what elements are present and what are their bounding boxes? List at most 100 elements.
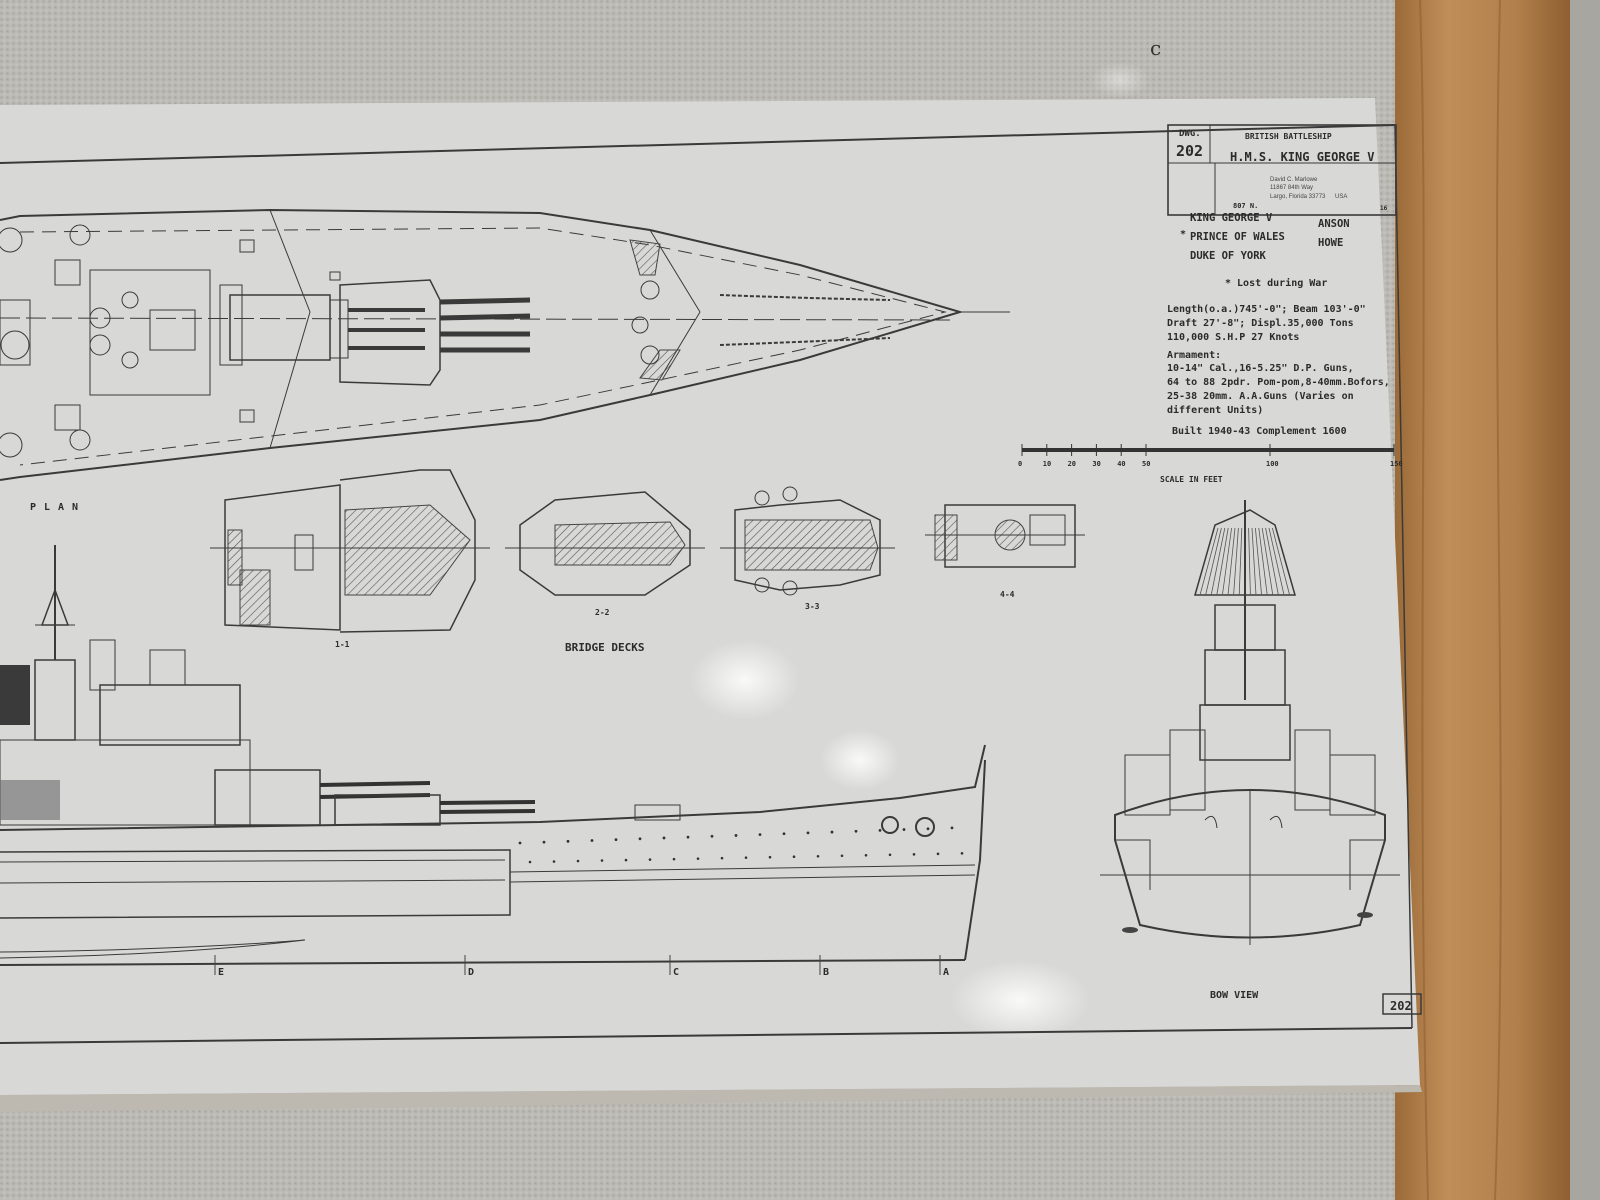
armament-line-1: 10-14" Cal.,16-5.25" D.P. Guns, <box>1167 363 1354 374</box>
porthole <box>840 854 844 858</box>
bridge-decks-label: BRIDGE DECKS <box>565 641 644 654</box>
porthole <box>854 829 858 833</box>
rigging-line <box>1216 527 1229 596</box>
ship-4: ANSON <box>1318 218 1350 230</box>
scale-tick-label: 150 <box>1390 460 1403 468</box>
scale-tick-label: 40 <box>1117 460 1125 468</box>
porthole <box>720 856 724 860</box>
ship-3: DUKE OF YORK <box>1190 250 1267 262</box>
rigging-line <box>1265 527 1279 596</box>
section-4-label: 4-4 <box>1000 590 1015 599</box>
porthole <box>768 855 772 859</box>
ship-specifications: Length(o.a.)745'-0"; Beam 103'-0" Draft … <box>1167 304 1390 437</box>
ship-name: H.M.S. KING GEORGE V <box>1230 150 1375 164</box>
author-street: 11867 84th Way <box>1270 185 1313 191</box>
rigging-line <box>1251 527 1257 596</box>
author-name: David C. Marlowe <box>1270 177 1318 183</box>
porthole <box>518 841 522 845</box>
station-letter: A <box>943 967 949 978</box>
rigging-line <box>1258 527 1268 596</box>
rigging-line <box>1255 527 1262 596</box>
rigging-line <box>1268 527 1285 596</box>
section-2-label: 2-2 <box>595 608 610 617</box>
porthole <box>758 833 762 836</box>
porthole <box>662 836 666 840</box>
scale-tick-label: 20 <box>1068 460 1076 468</box>
author-country: USA <box>1335 194 1347 200</box>
loss-marker: * <box>1180 229 1186 240</box>
porthole <box>950 826 954 830</box>
porthole <box>816 854 820 858</box>
bow-view: BOW VIEW <box>1100 500 1400 1001</box>
rigging-line <box>1272 527 1290 596</box>
rigging-line <box>1222 527 1232 596</box>
rigging-line <box>1199 527 1219 596</box>
porthole <box>926 827 930 831</box>
armament-heading: Armament: <box>1167 350 1221 361</box>
spec-power-speed: 110,000 S.H.P 27 Knots <box>1167 332 1299 343</box>
rigging-line <box>1233 527 1239 596</box>
section-1-label: 1-1 <box>335 640 350 649</box>
porthole <box>648 858 652 861</box>
porthole <box>590 839 594 842</box>
porthole <box>528 860 532 864</box>
porthole <box>792 855 796 859</box>
porthole <box>600 859 604 862</box>
rigging-line <box>1210 527 1226 596</box>
ship-5: HOWE <box>1318 237 1343 249</box>
porthole <box>864 853 868 857</box>
rigging-line <box>1261 527 1274 596</box>
bridge-deck-sections: 1-1 2-2 3-3 4-4 BRIDGE DECKS <box>210 469 1085 654</box>
station-letter: D <box>468 967 474 978</box>
porthole <box>672 857 676 861</box>
title-block: DWG. 202 BRITISH BATTLESHIP H.M.S. KING … <box>1167 124 1397 216</box>
dwg-number: 202 <box>1176 142 1203 160</box>
dwg-label: DWG. <box>1179 129 1201 139</box>
scale-tick-label: 10 <box>1043 460 1051 468</box>
rigging-line <box>1238 527 1243 596</box>
porthole <box>542 840 546 844</box>
ship-2: PRINCE OF WALES <box>1190 231 1285 243</box>
ship-1: KING GEORGE V <box>1190 212 1273 224</box>
scale-tick-label: 0 <box>1018 460 1022 468</box>
section-3-label: 3-3 <box>805 602 820 611</box>
porthole <box>878 829 882 832</box>
corner-mark: 16 <box>1380 205 1388 212</box>
station-letter: B <box>823 967 829 978</box>
porthole <box>936 852 940 856</box>
porthole <box>734 834 738 837</box>
station-letter: C <box>673 967 679 978</box>
porthole <box>902 828 906 831</box>
porthole <box>744 856 748 859</box>
corner-code: 807 N. <box>1233 202 1258 210</box>
porthole <box>566 839 570 843</box>
porthole <box>638 837 642 841</box>
station-letter: E <box>218 967 224 978</box>
corner-letter: c <box>1150 36 1161 60</box>
armament-line-3: 25-38 20mm. A.A.Guns (Varies on <box>1167 390 1354 402</box>
porthole <box>710 834 714 838</box>
built-complement: Built 1940-43 Complement 1600 <box>1172 425 1347 437</box>
plan-view: PLAN <box>0 208 1010 513</box>
loss-note: * Lost during War <box>1225 277 1327 289</box>
scale-bar: 0 10 20 30 40 50 100 150 SCALE IN FEET <box>1018 444 1403 484</box>
scale-tick-label: 50 <box>1142 460 1150 468</box>
page-mark-number: 202 <box>1390 999 1412 1013</box>
scale-tick-label: 100 <box>1266 460 1279 468</box>
spec-length-beam: Length(o.a.)745'-0"; Beam 103'-0" <box>1167 304 1366 315</box>
class-ship-list: KING GEORGE V * PRINCE OF WALES DUKE OF … <box>1180 212 1350 289</box>
scale-tick-label: 30 <box>1092 460 1100 468</box>
rigging-line <box>1205 527 1222 596</box>
porthole <box>696 857 700 860</box>
porthole <box>960 852 964 855</box>
bow-view-label: BOW VIEW <box>1210 990 1259 1001</box>
porthole <box>552 860 556 863</box>
scale-label: SCALE IN FEET <box>1160 475 1223 484</box>
rigging-line <box>1227 527 1236 596</box>
porthole <box>912 853 916 856</box>
wood-frame <box>1395 0 1570 1200</box>
porthole <box>686 835 690 839</box>
author-city: Largo, Florida 33773 <box>1270 194 1326 200</box>
